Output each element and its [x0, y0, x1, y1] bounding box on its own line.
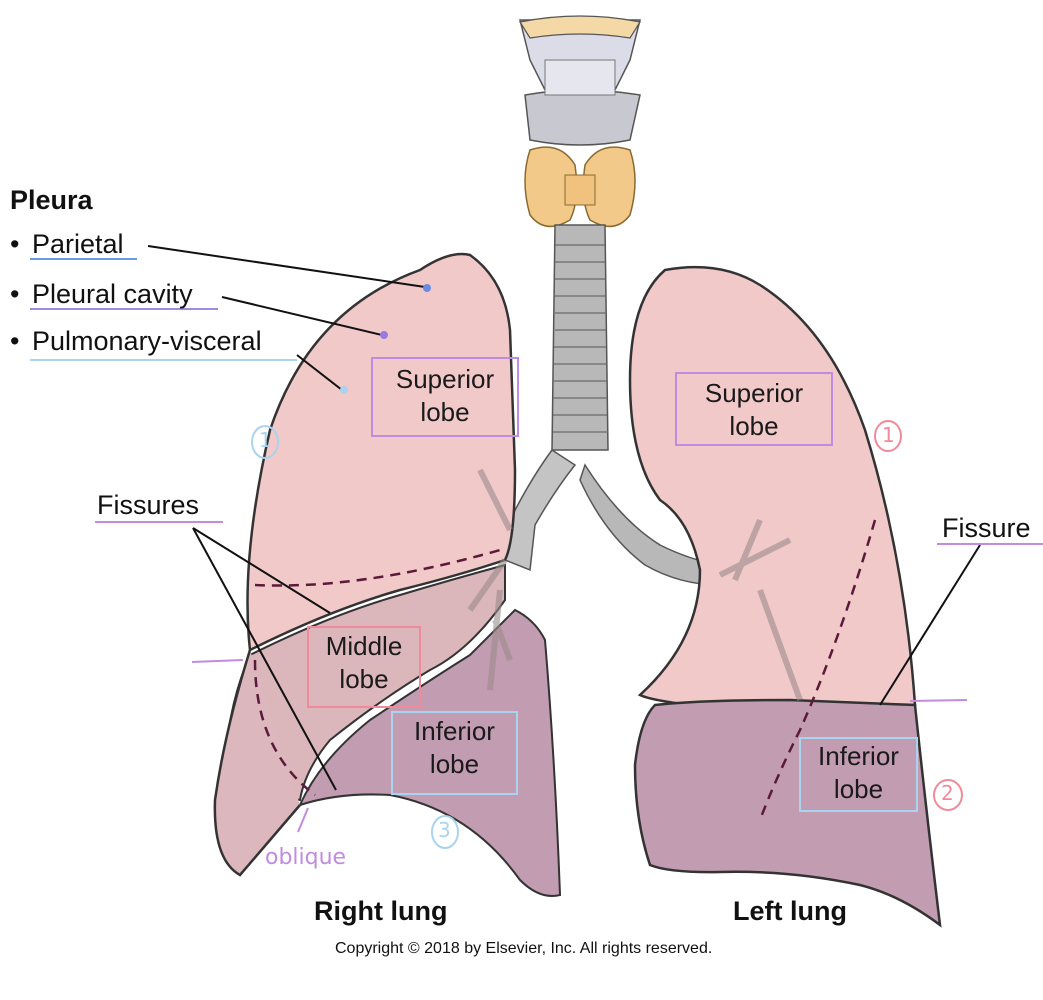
annotation-oblique: oblique: [265, 845, 347, 870]
handwritten-boxes: [307, 357, 918, 812]
title-right-lung: Right lung: [314, 896, 448, 926]
left-lung: [628, 265, 942, 928]
annotation-right-3: 3: [438, 818, 451, 842]
label-right-middle-lobe: Middle lobe: [325, 631, 403, 694]
pleural-cavity-marker: [380, 331, 388, 339]
bullet-visceral: •: [10, 326, 20, 356]
label-right-inferior-lobe: Inferior lobe: [414, 716, 495, 779]
thyroid-gland: [524, 146, 636, 228]
label-pleural-cavity: Pleural cavity: [32, 279, 193, 309]
leader-lines: [147, 245, 981, 791]
bullet-parietal: •: [10, 229, 20, 259]
label-left-superior-lobe: Superior lobe: [704, 378, 804, 441]
annotation-left-1: 1: [882, 423, 895, 447]
pleura-heading: Pleura: [10, 185, 93, 215]
larynx: [519, 15, 641, 146]
annotation-left-2: 2: [941, 781, 954, 805]
label-fissure: Fissure: [942, 513, 1031, 543]
copyright-text: Copyright © 2018 by Elsevier, Inc. All r…: [335, 940, 713, 957]
label-fissures: Fissures: [97, 490, 200, 520]
annotation-right-1: 1: [259, 428, 272, 452]
label-left-inferior-lobe: Inferior lobe: [818, 741, 899, 804]
bullet-pleural-cavity: •: [10, 279, 20, 309]
title-left-lung: Left lung: [733, 896, 847, 926]
visceral-marker: [340, 386, 348, 394]
handwritten-underlines: [30, 258, 1043, 833]
trachea: [504, 224, 721, 586]
circled-numbers: [251, 420, 963, 849]
parietal-marker: [423, 284, 431, 292]
label-pulmonary-visceral: Pulmonary-visceral: [32, 326, 262, 356]
right-lung: [213, 252, 562, 897]
label-right-superior-lobe: Superior lobe: [395, 364, 495, 427]
label-parietal: Parietal: [32, 229, 124, 259]
